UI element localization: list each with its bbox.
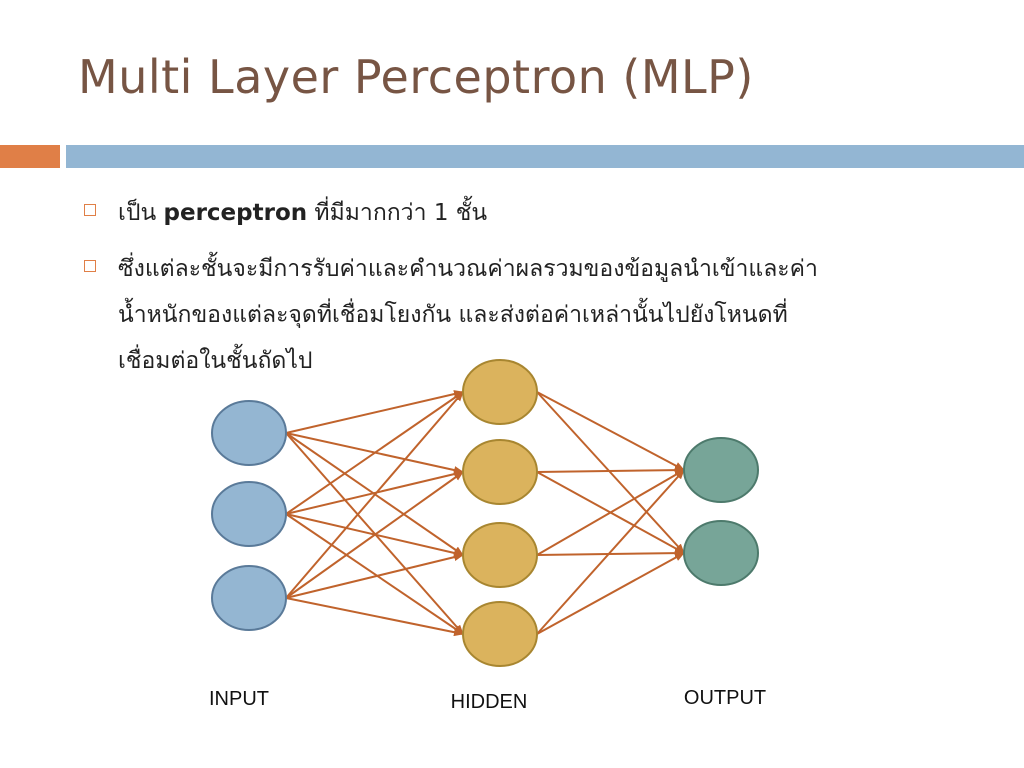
input-node bbox=[211, 400, 287, 466]
square-bullet-icon bbox=[84, 260, 96, 272]
output-node bbox=[683, 437, 759, 503]
bullet-list: เป็น perceptron ที่มีมากกว่า 1 ชั้น ซึ่ง… bbox=[84, 190, 984, 394]
input-layer-label: INPUT bbox=[209, 688, 269, 710]
connection-arrow bbox=[285, 597, 464, 637]
output-layer-label: OUTPUT bbox=[684, 687, 766, 709]
connection-arrow bbox=[285, 432, 464, 635]
connection-arrow bbox=[536, 391, 685, 554]
connection-arrow bbox=[536, 552, 685, 635]
hidden-node bbox=[462, 522, 538, 588]
connection-arrow bbox=[285, 470, 464, 515]
connection-arrow bbox=[536, 471, 685, 554]
hidden-node bbox=[462, 601, 538, 667]
connection-arrow bbox=[285, 513, 464, 557]
slide-title: Multi Layer Perceptron (MLP) bbox=[78, 50, 754, 104]
connection-arrow bbox=[536, 469, 685, 556]
square-bullet-icon bbox=[84, 204, 96, 216]
bullet-text-bold: perceptron bbox=[163, 200, 308, 226]
connection-arrow bbox=[536, 391, 685, 471]
connection-edges bbox=[285, 390, 685, 637]
bullet-item: เป็น perceptron ที่มีมากกว่า 1 ชั้น bbox=[84, 190, 984, 236]
connection-arrow bbox=[285, 432, 464, 474]
input-node bbox=[211, 481, 287, 547]
output-node bbox=[683, 520, 759, 586]
layer-labels: INPUT HIDDEN OUTPUT bbox=[209, 687, 766, 713]
input-node bbox=[211, 565, 287, 631]
bullet-item: ซึ่งแต่ละชั้นจะมีการรับค่าและคำนวณค่าผลร… bbox=[84, 246, 984, 384]
connection-arrow bbox=[285, 553, 464, 599]
connection-arrow bbox=[285, 513, 464, 635]
hidden-layer-label: HIDDEN bbox=[451, 691, 528, 713]
connection-arrow bbox=[285, 391, 464, 515]
connection-arrow bbox=[285, 391, 464, 599]
connection-arrow bbox=[285, 432, 464, 556]
network-nodes bbox=[211, 359, 759, 667]
accent-bar-blue bbox=[66, 145, 1024, 168]
bullet-line: น้ำหนักของแต่ละจุดที่เชื่อมโยงกัน และส่ง… bbox=[118, 302, 788, 328]
bullet-line: เชื่อมต่อในชั้นถัดไป bbox=[118, 348, 313, 374]
bullet-text-suffix: ที่มีมากกว่า 1 ชั้น bbox=[307, 200, 488, 226]
connection-arrow bbox=[285, 471, 464, 599]
bullet-text-prefix: เป็น bbox=[118, 200, 164, 226]
accent-bar-orange bbox=[0, 145, 60, 168]
hidden-node bbox=[462, 439, 538, 505]
connection-arrow bbox=[536, 466, 685, 475]
connection-arrow bbox=[536, 549, 685, 558]
connection-arrow bbox=[536, 469, 685, 635]
connection-arrow bbox=[285, 390, 464, 434]
bullet-line: ซึ่งแต่ละชั้นจะมีการรับค่าและคำนวณค่าผลร… bbox=[118, 256, 818, 282]
